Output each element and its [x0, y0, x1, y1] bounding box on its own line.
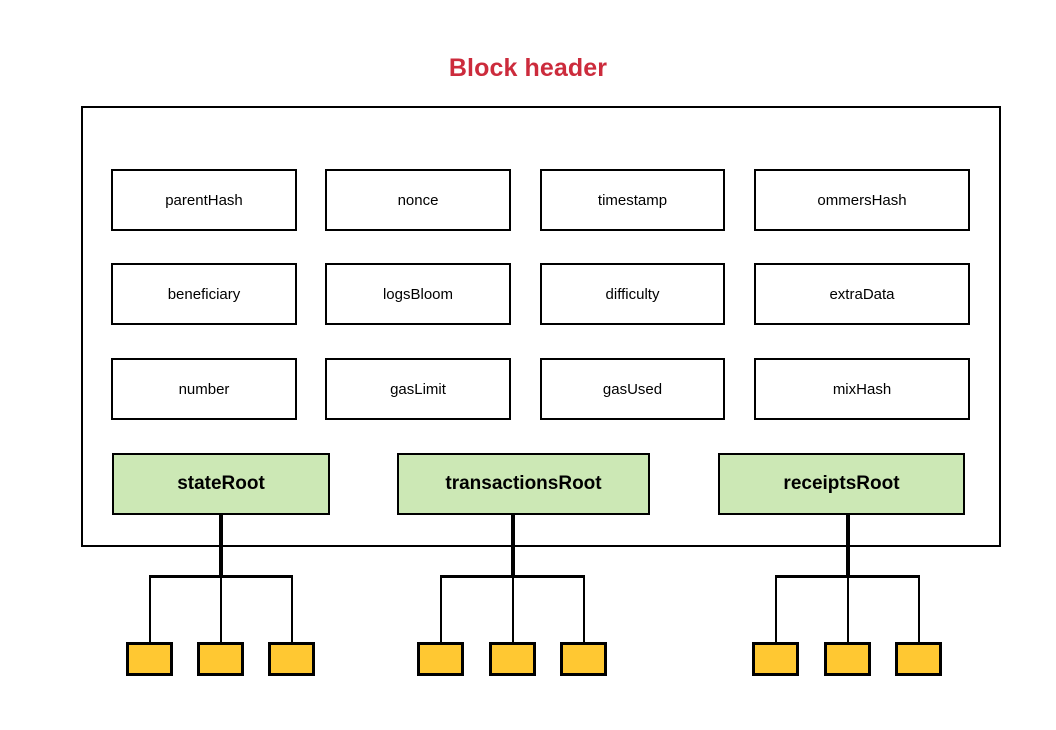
tree-leg-receiptsroot-2 [847, 575, 849, 645]
root-label: transactionsRoot [445, 473, 602, 494]
field-label: gasLimit [390, 380, 446, 398]
field-label: parentHash [165, 191, 243, 209]
tree-stem-stateroot [219, 513, 223, 577]
field-box-gasused: gasUsed [540, 358, 725, 420]
tree-leg-transactionsroot-1 [440, 575, 442, 645]
field-label: gasUsed [602, 380, 663, 398]
page-title: Block header [448, 54, 608, 82]
field-label: logsBloom [382, 285, 454, 303]
root-label: stateRoot [177, 473, 265, 494]
tree-leg-stateroot-3 [291, 575, 293, 645]
block-header-container [81, 106, 1001, 547]
field-box-extradata: extraData [754, 263, 970, 325]
leaf-box-stateroot-3 [268, 642, 315, 676]
tree-leg-stateroot-1 [149, 575, 151, 645]
field-label: mixHash [832, 380, 892, 398]
root-box-transactionsroot: transactionsRoot [397, 453, 650, 515]
tree-stem-receiptsroot [846, 513, 850, 577]
field-box-logsbloom: logsBloom [325, 263, 511, 325]
leaf-box-transactionsroot-1 [417, 642, 464, 676]
field-box-gaslimit: gasLimit [325, 358, 511, 420]
tree-leg-transactionsroot-2 [512, 575, 514, 645]
field-box-parenthash: parentHash [111, 169, 297, 231]
tree-leg-receiptsroot-3 [918, 575, 920, 645]
field-box-timestamp: timestamp [540, 169, 725, 231]
field-box-beneficiary: beneficiary [111, 263, 297, 325]
field-box-ommershash: ommersHash [754, 169, 970, 231]
field-label: number [178, 380, 230, 398]
field-label: ommersHash [817, 191, 907, 209]
field-box-difficulty: difficulty [540, 263, 725, 325]
root-label: receiptsRoot [783, 473, 900, 494]
tree-leg-receiptsroot-1 [775, 575, 777, 645]
field-box-mixhash: mixHash [754, 358, 970, 420]
tree-stem-transactionsroot [511, 513, 515, 577]
tree-leg-transactionsroot-3 [583, 575, 585, 645]
leaf-box-receiptsroot-2 [824, 642, 871, 676]
leaf-box-stateroot-2 [197, 642, 244, 676]
leaf-box-transactionsroot-3 [560, 642, 607, 676]
field-label: difficulty [605, 285, 660, 303]
leaf-box-transactionsroot-2 [489, 642, 536, 676]
leaf-box-stateroot-1 [126, 642, 173, 676]
field-label: beneficiary [167, 285, 241, 303]
tree-leg-stateroot-2 [220, 575, 222, 645]
field-box-nonce: nonce [325, 169, 511, 231]
leaf-box-receiptsroot-1 [752, 642, 799, 676]
leaf-box-receiptsroot-3 [895, 642, 942, 676]
root-box-receiptsroot: receiptsRoot [718, 453, 965, 515]
field-label: extraData [829, 285, 895, 303]
field-label: nonce [397, 191, 439, 209]
field-box-number: number [111, 358, 297, 420]
field-label: timestamp [597, 191, 668, 209]
root-box-stateroot: stateRoot [112, 453, 330, 515]
